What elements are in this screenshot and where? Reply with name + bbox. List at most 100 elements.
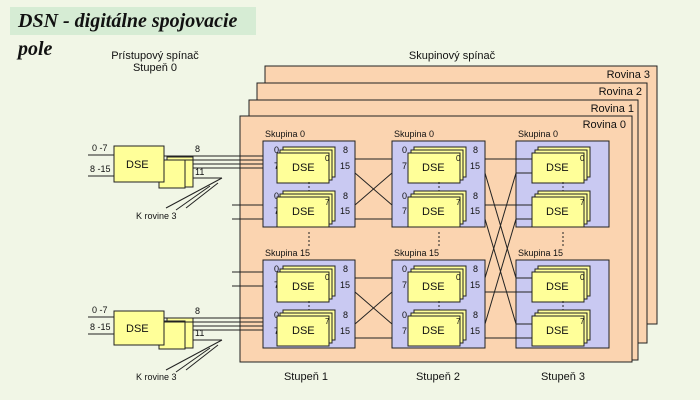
group-label: Skupina 15	[265, 248, 310, 258]
plane-0-label: Rovina 0	[583, 119, 626, 131]
stage-1-group-15: Skupina 15 0 7 8 15 DSE 0 0 7 8 15 DSE 7	[262, 248, 356, 349]
stage-2-group-15: Skupina 15 0 7 8 15 DSE 0 0 7 8 15 DSE 7	[391, 248, 486, 349]
dse-label: DSE	[422, 206, 445, 218]
dse-label: DSE	[292, 281, 315, 293]
dse-label: DSE	[546, 206, 569, 218]
port-in-top: 0	[274, 264, 279, 274]
port-out-bottom: 15	[340, 280, 350, 290]
plane-3-label: Rovina 3	[607, 69, 650, 81]
dse-index: 0	[580, 154, 585, 163]
dse-block	[531, 196, 585, 228]
plane-link-label: K rovine 3	[136, 211, 177, 221]
dse-block	[407, 315, 461, 347]
dse-index: 7	[325, 317, 330, 326]
group-label: Skupina 15	[394, 248, 439, 258]
dse-index: 0	[456, 273, 461, 282]
port-out-top: 8	[473, 191, 478, 201]
dse-block	[276, 315, 330, 347]
port-in-bottom: 7	[402, 161, 407, 171]
dse-label: DSE	[292, 162, 315, 174]
stage-2-label: Stupeň 2	[416, 371, 460, 383]
stage-3-label: Stupeň 3	[541, 371, 585, 383]
output-top-label: 8	[195, 144, 200, 154]
input-range-bottom: 8 -15	[90, 322, 111, 332]
interconnect-wiring	[232, 158, 532, 339]
port-out-top: 8	[343, 264, 348, 274]
port-out-bottom: 15	[340, 161, 350, 171]
output-top-label: 8	[195, 306, 200, 316]
dse-block	[276, 196, 330, 228]
port-out-top: 8	[343, 310, 348, 320]
port-in-top: 0	[402, 264, 407, 274]
dse-label: DSE	[422, 325, 445, 337]
port-out-bottom: 15	[470, 161, 480, 171]
dse-block	[407, 152, 461, 184]
dse-index: 7	[456, 317, 461, 326]
stage-3-group-15: Skupina 15 DSE 0 DSE 7	[515, 248, 610, 349]
output-bottom-label: 11	[195, 328, 204, 338]
plane-2-label: Rovina 2	[599, 86, 642, 98]
group-label: Skupina 0	[518, 129, 558, 139]
dse-block	[113, 145, 165, 183]
port-out-top: 8	[343, 191, 348, 201]
dse-label: DSE	[546, 325, 569, 337]
dse-index: 0	[325, 273, 330, 282]
port-in-top: 0	[402, 310, 407, 320]
dse-block	[531, 271, 585, 303]
dse-block	[276, 152, 330, 184]
port-out-bottom: 15	[470, 280, 480, 290]
port-out-top: 8	[343, 145, 348, 155]
dse-label: DSE	[126, 159, 149, 171]
dse-index: 0	[325, 154, 330, 163]
dse-index: 0	[456, 154, 461, 163]
port-out-bottom: 15	[340, 326, 350, 336]
dse-index: 7	[325, 198, 330, 207]
port-in-top: 0	[402, 145, 407, 155]
dse-label: DSE	[126, 323, 149, 335]
dse-block	[407, 196, 461, 228]
group-label: Skupina 0	[265, 129, 305, 139]
dse-label: DSE	[422, 162, 445, 174]
port-in-top: 0	[274, 310, 279, 320]
plane-1-label: Rovina 1	[591, 103, 634, 115]
dse-index: 7	[580, 317, 585, 326]
port-in-top: 0	[274, 191, 279, 201]
dse-label: DSE	[292, 206, 315, 218]
port-in-top: 0	[274, 145, 279, 155]
port-in-bottom: 7	[402, 280, 407, 290]
access-unit-1: 0 -7 8 -15 DSE 8 11 K rovine 3	[88, 143, 263, 221]
dse-label: DSE	[546, 162, 569, 174]
dse-label: DSE	[546, 281, 569, 293]
access-switch-stage-label: Stupeň 0	[133, 62, 177, 74]
output-bottom-label: 11	[195, 167, 204, 177]
dse-label: DSE	[422, 281, 445, 293]
group-switch-label: Skupinový spínač	[409, 50, 496, 62]
stage-2-group-0: Skupina 0 0 7 8 15 DSE 0 0 7 8 15 DSE 7	[391, 129, 486, 228]
port-out-top: 8	[473, 145, 478, 155]
port-out-bottom: 15	[470, 206, 480, 216]
dse-block	[407, 271, 461, 303]
port-out-top: 8	[473, 264, 478, 274]
port-in-bottom: 7	[402, 206, 407, 216]
plane-link-label: K rovine 3	[136, 372, 177, 382]
dse-block	[113, 310, 165, 346]
stage-3-group-0: Skupina 0 DSE 0 DSE 7	[515, 129, 610, 228]
dse-block	[276, 271, 330, 303]
dse-block	[531, 315, 585, 347]
port-in-bottom: 7	[402, 326, 407, 336]
dse-index: 0	[580, 273, 585, 282]
page-title: DSN - digitálne spojovacie pole	[10, 7, 256, 60]
group-label: Skupina 15	[518, 248, 563, 258]
port-in-top: 0	[402, 191, 407, 201]
port-out-bottom: 15	[470, 326, 480, 336]
port-out-top: 8	[473, 310, 478, 320]
dse-label: DSE	[292, 325, 315, 337]
input-range-bottom: 8 -15	[90, 164, 111, 174]
group-label: Skupina 0	[394, 129, 434, 139]
port-out-bottom: 15	[340, 206, 350, 216]
input-range-top: 0 -7	[92, 305, 108, 315]
access-unit-2: 0 -7 8 -15 DSE 8 11 K rovine 3	[88, 305, 263, 382]
access-switch-label: Prístupový spínač	[111, 50, 199, 62]
dse-index: 7	[456, 198, 461, 207]
